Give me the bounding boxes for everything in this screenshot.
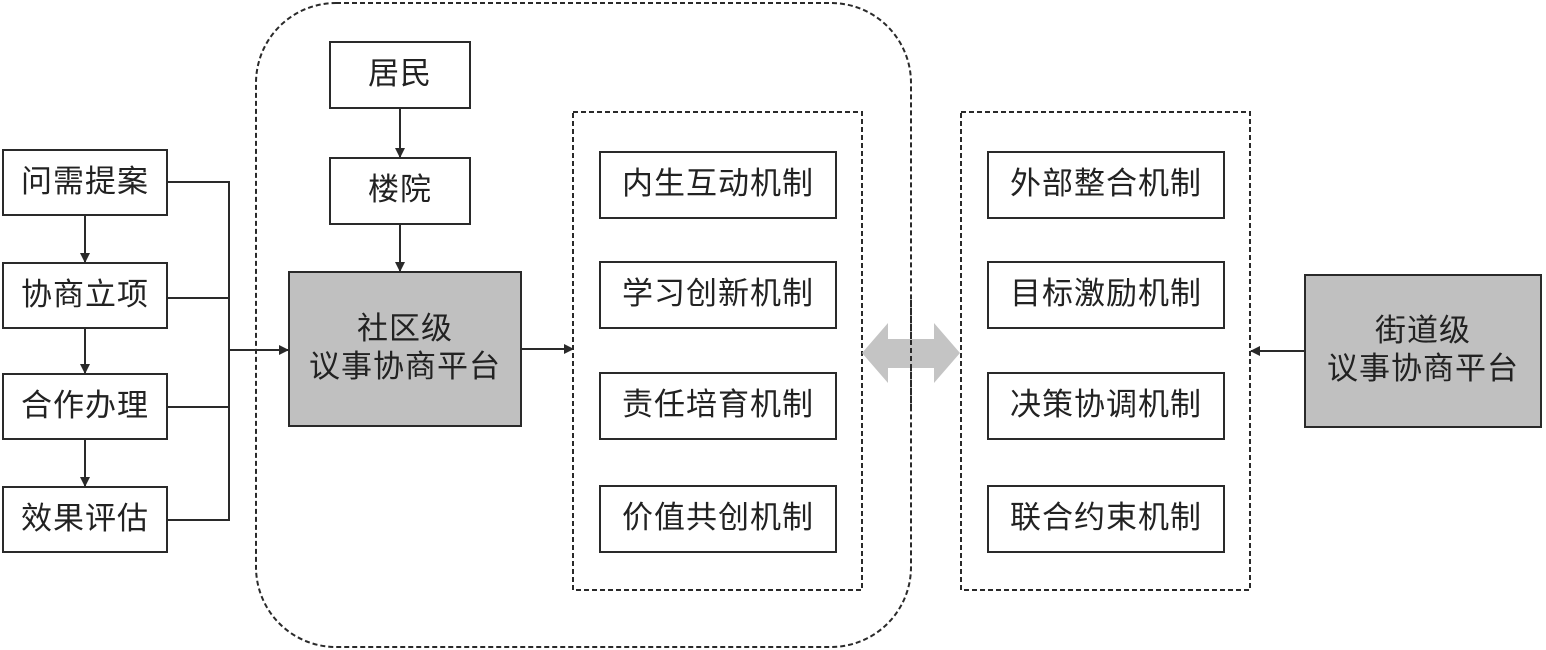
residents-box: 居民 [329, 41, 471, 109]
internal-mechanism-group [572, 111, 863, 591]
bus-step1 [168, 181, 230, 521]
external-mechanism-box: 外部整合机制 [987, 151, 1225, 219]
external-mechanism-box: 联合约束机制 [987, 485, 1225, 553]
internal-mechanism-box: 内生互动机制 [599, 151, 837, 219]
process-step-box: 问需提案 [2, 149, 168, 216]
internal-mechanism-box: 责任培育机制 [599, 372, 837, 440]
external-mechanism-box: 目标激励机制 [987, 261, 1225, 329]
internal-mechanism-box: 价值共创机制 [599, 485, 837, 553]
street-platform-line2: 议事协商平台 [1327, 351, 1519, 387]
community-platform-box: 社区级 议事协商平台 [288, 271, 522, 427]
process-step-box: 合作办理 [2, 373, 168, 440]
community-platform-line2: 议事协商平台 [309, 349, 501, 385]
community-container [255, 2, 912, 648]
process-step-box: 效果评估 [2, 486, 168, 553]
compound-box: 楼院 [329, 157, 471, 225]
process-step-box: 协商立项 [2, 262, 168, 329]
community-platform-line1: 社区级 [357, 311, 453, 348]
internal-mechanism-box: 学习创新机制 [599, 261, 837, 329]
street-platform-line1: 街道级 [1375, 313, 1471, 350]
street-platform-box: 街道级 议事协商平台 [1304, 274, 1542, 428]
external-mechanism-box: 决策协调机制 [987, 372, 1225, 440]
